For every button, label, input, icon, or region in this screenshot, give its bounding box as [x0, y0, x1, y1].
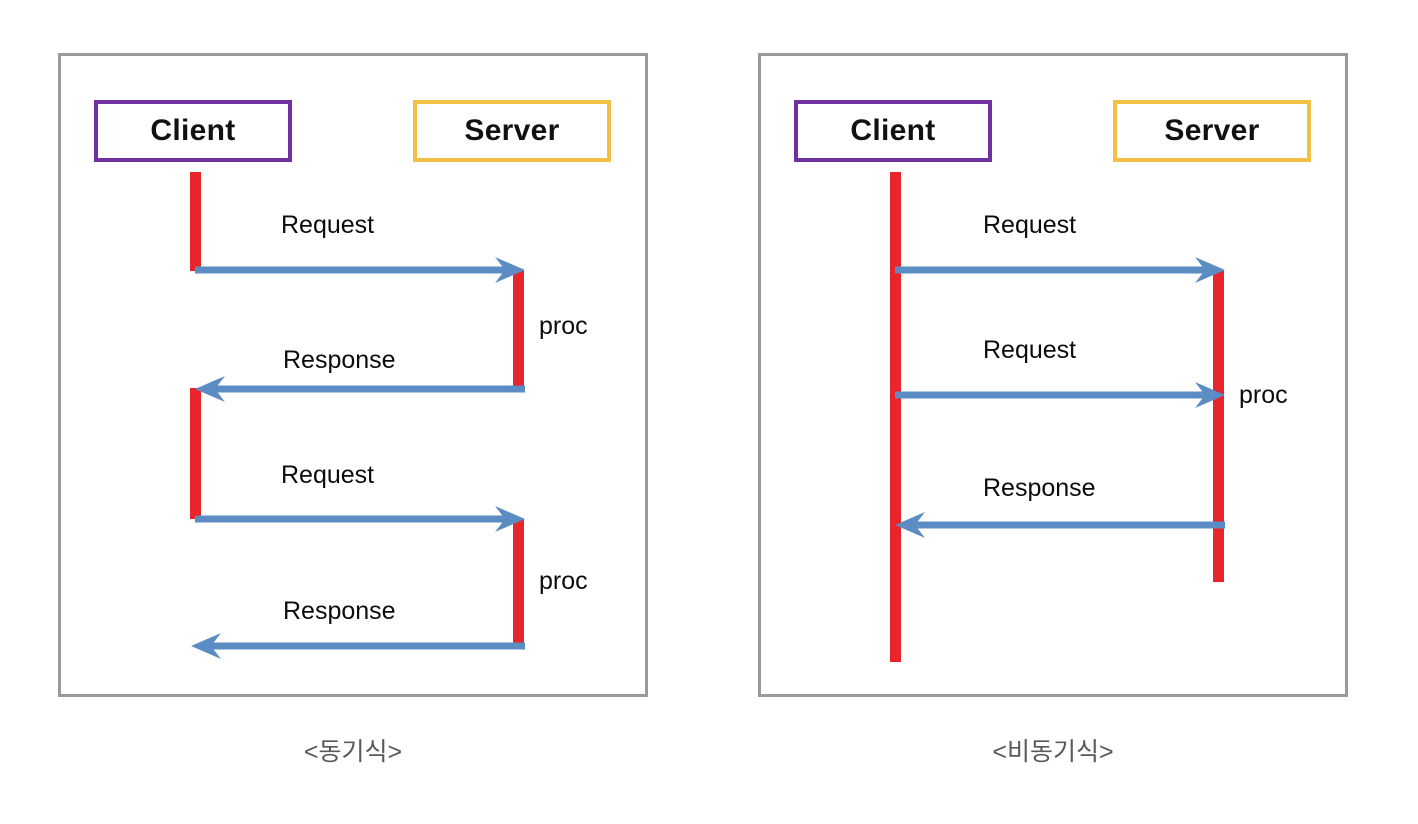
message-arrow-response-1: [891, 511, 1225, 539]
activation-bar-client: [890, 172, 901, 662]
message-arrow-request-2: [895, 381, 1225, 409]
activation-bar-client-1: [190, 172, 201, 271]
activation-bar-server: [1213, 270, 1224, 582]
sequence-diagram-sync: Client Server Request proc Response Requ: [58, 53, 648, 697]
activation-bar-client-2: [190, 388, 201, 519]
message-arrow-response-2: [187, 632, 525, 660]
message-arrow-request-1: [195, 256, 525, 284]
message-label-request-1: Request: [983, 211, 1077, 239]
caption-sync: <동기식>: [303, 738, 403, 766]
message-label-response-1: Response: [983, 474, 1096, 502]
activation-bar-server-2: [513, 519, 524, 646]
proc-label-2: proc: [539, 567, 588, 595]
message-label-request-2: Request: [983, 336, 1077, 364]
actor-box-server: Server: [1113, 100, 1311, 162]
caption-async: <비동기식>: [992, 738, 1114, 766]
proc-label-1: proc: [1239, 381, 1288, 409]
message-arrow-response-1: [191, 375, 525, 403]
actor-box-server: Server: [413, 100, 611, 162]
actor-box-client: Client: [94, 100, 292, 162]
proc-label-1: proc: [539, 312, 588, 340]
activation-bar-server-1: [513, 270, 524, 390]
actor-box-client: Client: [794, 100, 992, 162]
message-label-response-2: Response: [283, 597, 396, 625]
message-label-request-2: Request: [281, 461, 375, 489]
message-arrow-request-1: [895, 256, 1225, 284]
sequence-diagram-async: Client Server Request Request proc Respo…: [758, 53, 1348, 697]
message-arrow-request-2: [195, 505, 525, 533]
message-label-request-1: Request: [281, 211, 375, 239]
message-label-response-1: Response: [283, 346, 396, 374]
